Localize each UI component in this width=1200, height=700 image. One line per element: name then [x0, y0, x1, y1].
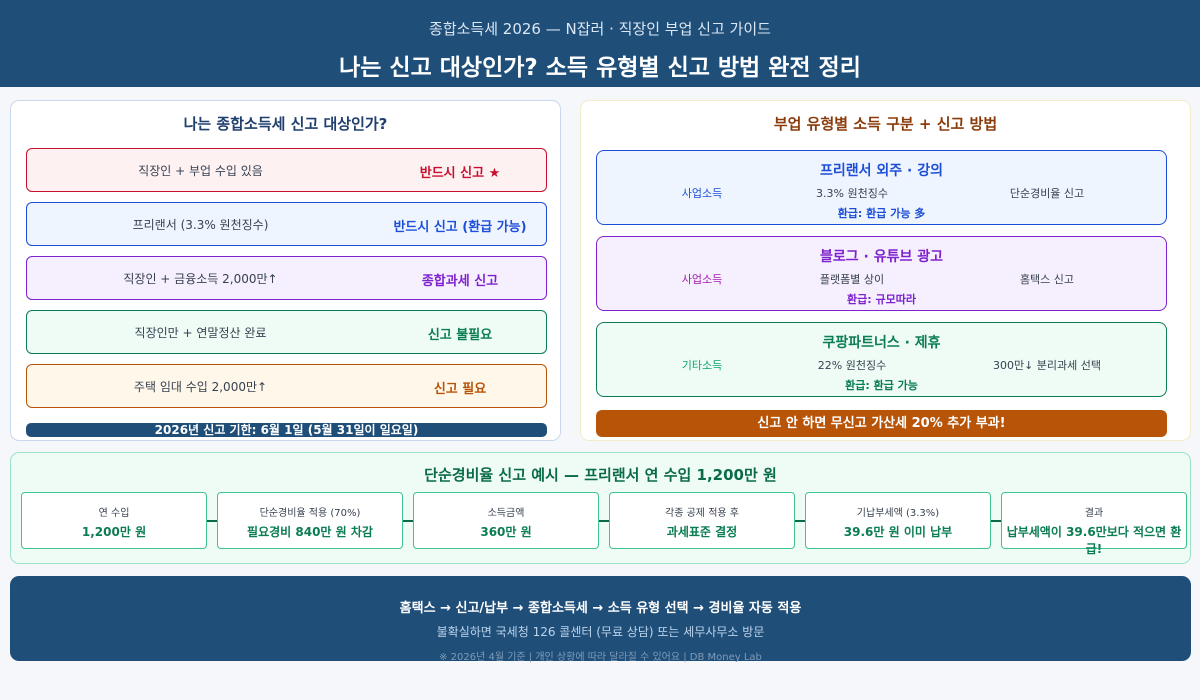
- step-value: 360만 원: [480, 525, 532, 539]
- step-label: 소득금액: [487, 508, 525, 519]
- help-text: 불확실하면 국세청 126 콜센터 (무료 상담) 또는 세무사무소 방문: [436, 625, 765, 639]
- example-title: 단순경비율 신고 예시 — 프리랜서 연 수입 1,200만 원: [424, 466, 777, 484]
- step-label: 기납부세액 (3.3%): [856, 508, 940, 519]
- type-filing-method: 300만↓ 분리과세 선택: [992, 359, 1102, 372]
- step-label: 단순경비율 적용 (70%): [259, 508, 361, 519]
- type-income-kind: 사업소득: [681, 273, 723, 286]
- type-income-kind: 기타소득: [681, 359, 723, 372]
- case-condition: 직장인 + 부업 수입 있음: [138, 164, 263, 178]
- type-refund: 환급: 환급 가능: [845, 379, 918, 392]
- type-coupang-partners-card: 쿠팡파트너스 · 제휴 기타소득 22% 원천징수 300만↓ 분리과세 선택 …: [596, 322, 1167, 397]
- type-name: 프리랜서 외주 · 강의: [820, 163, 943, 179]
- type-withholding: 플랫폼별 상이: [819, 273, 885, 286]
- deadline-banner: 2026년 신고 기한: 6월 1일 (5월 31일이 일요일): [26, 423, 547, 437]
- step-connector: [207, 520, 217, 522]
- example-step: 결과 납부세액이 39.6만보다 적으면 환급!: [1001, 492, 1187, 556]
- case-salary-only: 직장인만 + 연말정산 완료 신고 불필요: [26, 310, 547, 354]
- eligibility-title: 나는 종합소득세 신고 대상인가?: [183, 115, 388, 133]
- example-step: 단순경비율 적용 (70%) 필요경비 840만 원 차감: [217, 492, 403, 549]
- step-value: 필요경비 840만 원 차감: [247, 525, 373, 539]
- case-condition: 프리랜서 (3.3% 원천징수): [132, 218, 269, 232]
- step-label: 결과: [1084, 508, 1104, 519]
- case-freelancer: 프리랜서 (3.3% 원천징수) 반드시 신고 (환급 가능): [26, 202, 547, 246]
- case-result: 신고 불필요: [427, 328, 493, 343]
- step-value: 39.6만 원 이미 납부: [843, 525, 953, 539]
- type-freelance-card: 프리랜서 외주 · 강의 사업소득 3.3% 원천징수 단순경비율 신고 환급:…: [596, 150, 1167, 225]
- type-refund: 환급: 규모따라: [847, 293, 916, 306]
- income-type-panel: 부업 유형별 소득 구분 + 신고 방법 프리랜서 외주 · 강의 사업소득 3…: [580, 100, 1191, 441]
- type-refund: 환급: 환급 가능 多: [837, 207, 926, 220]
- step-connector: [403, 520, 413, 522]
- case-condition: 주택 임대 수입 2,000만↑: [133, 380, 268, 394]
- case-condition: 직장인만 + 연말정산 완료: [134, 326, 267, 340]
- example-step: 소득금액 360만 원: [413, 492, 599, 549]
- step-label: 연 수입: [98, 508, 130, 519]
- type-filing-method: 단순경비율 신고: [1009, 187, 1085, 200]
- penalty-warning-banner: 신고 안 하면 무신고 가산세 20% 추가 부과!: [596, 410, 1167, 437]
- type-filing-method: 홈택스 신고: [1019, 273, 1075, 286]
- case-rental-income: 주택 임대 수입 2,000만↑ 신고 필요: [26, 364, 547, 408]
- case-condition: 직장인 + 금융소득 2,000만↑: [123, 272, 278, 286]
- case-result: 신고 필요: [433, 382, 487, 397]
- type-name: 쿠팡파트너스 · 제휴: [822, 335, 941, 351]
- income-type-title: 부업 유형별 소득 구분 + 신고 방법: [773, 115, 998, 133]
- footer-panel: 홈택스 → 신고/납부 → 종합소득세 → 소득 유형 선택 → 경비율 자동 …: [10, 576, 1191, 663]
- calculation-example: 단순경비율 신고 예시 — 프리랜서 연 수입 1,200만 원 연 수입 1,…: [10, 452, 1191, 564]
- case-result: 반드시 신고 ★: [419, 166, 501, 181]
- case-financial-income: 직장인 + 금융소득 2,000만↑ 종합과세 신고: [26, 256, 547, 300]
- example-step: 연 수입 1,200만 원: [21, 492, 207, 549]
- case-result: 반드시 신고 (환급 가능): [393, 220, 527, 235]
- step-connector: [599, 520, 609, 522]
- hometax-path: 홈택스 → 신고/납부 → 종합소득세 → 소득 유형 선택 → 경비율 자동 …: [399, 601, 802, 616]
- page-header: 종합소득세 2026 — N잡러 · 직장인 부업 신고 가이드 나는 신고 대…: [0, 0, 1200, 87]
- header-subtitle: 종합소득세 2026 — N잡러 · 직장인 부업 신고 가이드: [429, 20, 771, 38]
- step-value: 납부세액이 39.6만보다 적으면 환급!: [1006, 525, 1182, 556]
- example-step: 기납부세액 (3.3%) 39.6만 원 이미 납부: [805, 492, 991, 549]
- step-connector: [795, 520, 805, 522]
- step-label: 각종 공제 적용 후: [665, 508, 739, 519]
- case-result: 종합과세 신고: [421, 274, 499, 289]
- eligibility-panel: 나는 종합소득세 신고 대상인가? 직장인 + 부업 수입 있음 반드시 신고 …: [10, 100, 561, 441]
- example-step: 각종 공제 적용 후 과세표준 결정: [609, 492, 795, 549]
- type-withholding: 3.3% 원천징수: [816, 187, 888, 200]
- step-connector: [991, 520, 1001, 522]
- type-withholding: 22% 원천징수: [817, 359, 887, 372]
- case-side-job: 직장인 + 부업 수입 있음 반드시 신고 ★: [26, 148, 547, 192]
- type-name: 블로그 · 유튜브 광고: [820, 249, 943, 265]
- step-value: 과세표준 결정: [666, 525, 738, 539]
- page-title: 나는 신고 대상인가? 소득 유형별 신고 방법 완전 정리: [339, 55, 861, 81]
- type-income-kind: 사업소득: [681, 187, 723, 200]
- footnote: ※ 2026년 4월 기준 | 개인 상황에 따라 달라질 수 있어요 | DB…: [439, 652, 762, 663]
- step-value: 1,200만 원: [81, 525, 147, 539]
- type-blog-youtube-card: 블로그 · 유튜브 광고 사업소득 플랫폼별 상이 홈택스 신고 환급: 규모따…: [596, 236, 1167, 311]
